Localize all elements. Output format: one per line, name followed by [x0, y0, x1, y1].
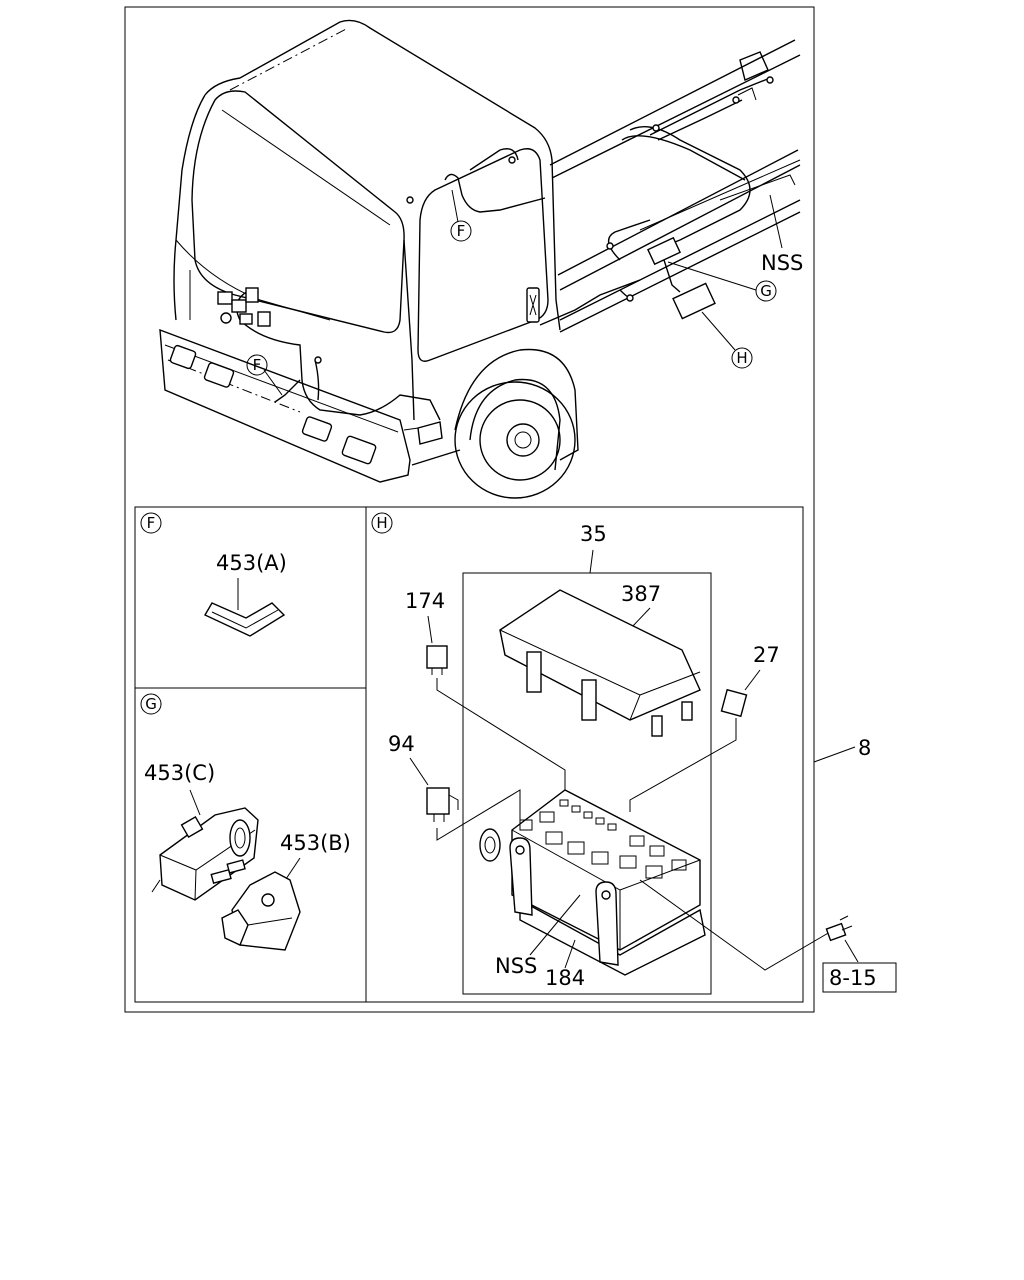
fuse-box-cover [499, 589, 701, 737]
part-387-label: 387 [621, 582, 661, 606]
part-8-label: 8 [858, 736, 871, 760]
relay-174 [426, 645, 448, 669]
panel-f-marker: F [147, 514, 156, 532]
panel-f: F 453(A) [140, 512, 287, 637]
callout-f-marker-upper: F [450, 220, 472, 242]
part-184-label: 184 [545, 966, 585, 990]
panel-h: H 35 387 174 27 94 [371, 512, 897, 995]
part-27-label: 27 [753, 643, 780, 667]
callout-h-marker: H [731, 347, 753, 369]
front-connector-cluster [217, 287, 271, 327]
nss-label-panel: NSS [495, 954, 537, 978]
svg-text:H: H [736, 349, 747, 367]
ref-box-8-15 [822, 962, 897, 993]
svg-text:F: F [253, 356, 262, 374]
svg-text:G: G [760, 282, 772, 300]
nss-label-top: NSS [761, 251, 803, 275]
fuse-box-frame [462, 572, 712, 995]
callout-g-marker: G [755, 280, 777, 302]
part-35-label: 35 [580, 522, 607, 546]
detail-panels-frame [134, 506, 804, 1003]
callout-f-marker-lower: F [246, 354, 268, 376]
part-453a-label: 453(A) [216, 551, 287, 575]
clip-453a-shape [204, 602, 286, 637]
part-94-label: 94 [388, 732, 415, 756]
relay-94 [426, 787, 450, 815]
truck-illustration [159, 19, 801, 499]
clip-453c-shape [151, 807, 259, 901]
panel-g-marker: G [145, 695, 157, 713]
part-453c-label: 453(C) [144, 761, 215, 785]
svg-text:F: F [457, 222, 466, 240]
panel-h-marker: H [376, 514, 387, 532]
fuse-box-base [479, 789, 706, 976]
ref-8-15-label: 8-15 [829, 966, 877, 990]
clip-453b-shape [221, 871, 301, 951]
outer-frame [124, 6, 815, 1013]
fuse-27 [720, 688, 748, 718]
bolt-icon [825, 915, 853, 942]
part-453b-label: 453(B) [280, 831, 351, 855]
panel-g: G 453(C) 453(B) [140, 693, 351, 951]
part-174-label: 174 [405, 589, 445, 613]
